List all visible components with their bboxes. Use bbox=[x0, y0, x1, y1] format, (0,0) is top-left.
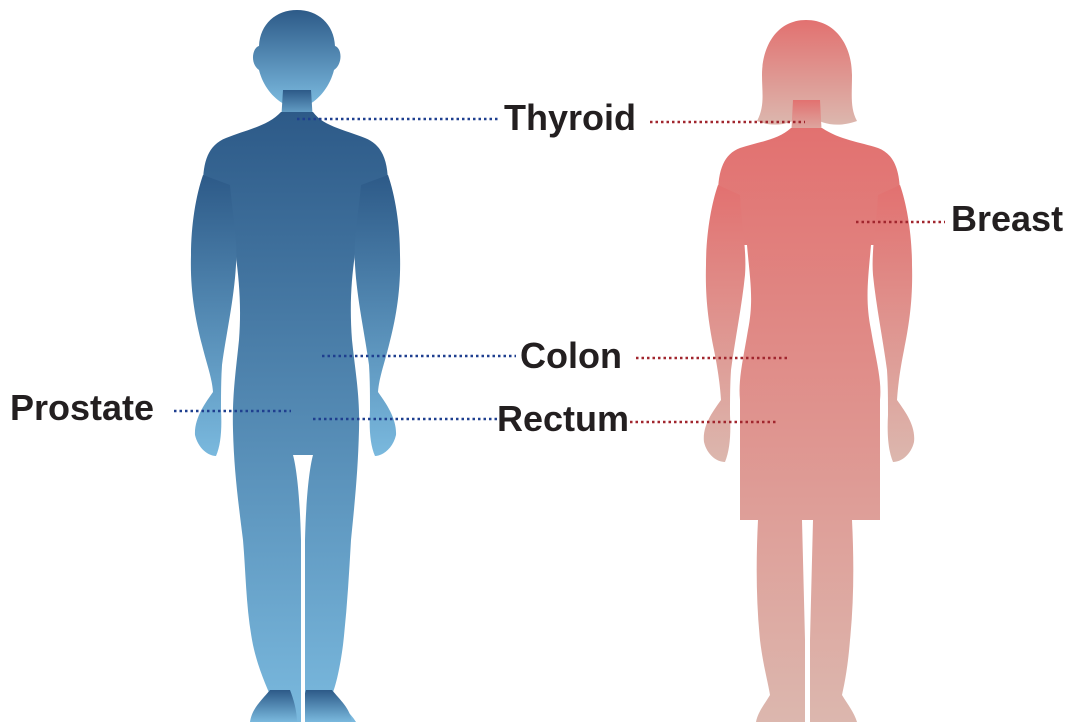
thyroid-label: Thyroid bbox=[504, 97, 636, 138]
colon-label: Colon bbox=[520, 335, 622, 376]
rectum-label: Rectum bbox=[497, 398, 629, 439]
breast-label: Breast bbox=[951, 198, 1063, 239]
male-silhouette bbox=[191, 10, 400, 722]
prostate-label: Prostate bbox=[10, 387, 154, 428]
